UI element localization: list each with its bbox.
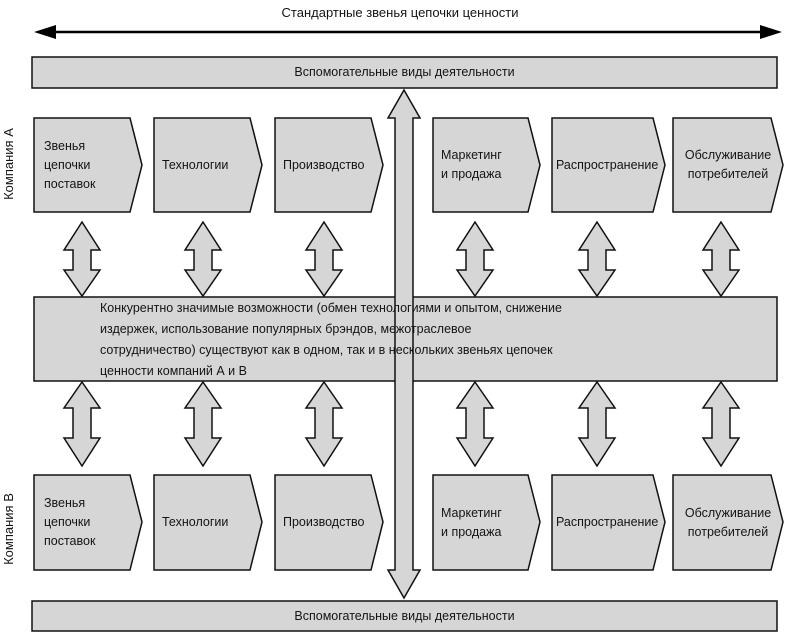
b-step-marketing: Маркетинг и продажа <box>441 505 502 539</box>
chevron-a-2 <box>153 117 263 213</box>
b-step-service: Обслуживание потребителей <box>684 505 772 539</box>
b-step-supply-chain: Звенья цепочки поставок <box>44 496 96 548</box>
capabilities-text: Конкурентно значимые возможности (обмен … <box>100 301 562 378</box>
support-bar-bottom <box>31 600 778 632</box>
company-b-chevrons <box>33 474 784 571</box>
support-bar-top <box>31 56 778 89</box>
top-axis-label: Стандартные звенья цепочки ценности <box>281 4 519 20</box>
chevron-a-3 <box>274 117 384 213</box>
company-a-chevrons <box>33 117 784 213</box>
lower-double-arrows <box>62 380 741 468</box>
chevron-b-5 <box>551 474 666 571</box>
central-vertical-arrow <box>386 88 422 600</box>
upper-double-arrows <box>62 220 741 298</box>
a-step-supply-chain: Звенья цепочки поставок <box>44 138 96 191</box>
a-step-service: Обслуживание потребителей <box>684 148 772 181</box>
support-top-label: Вспомогательные виды деятельности <box>294 65 515 79</box>
a-step-marketing: Маркетинг и продажа <box>441 148 502 181</box>
company-a-label: Компания А <box>1 128 16 200</box>
chevron-b-1 <box>33 474 143 571</box>
chevron-b-6 <box>672 474 784 571</box>
top-axis-arrow <box>34 25 782 39</box>
a-step-technology: Технологии <box>162 157 229 172</box>
chevron-b-2 <box>153 474 263 571</box>
b-step-production: Производство <box>283 515 365 529</box>
chevron-b-4 <box>432 474 541 571</box>
chevron-a-1 <box>33 117 143 213</box>
a-step-production: Производство <box>283 157 365 172</box>
company-b-label: Компания В <box>1 493 16 565</box>
b-step-technology: Технологии <box>162 515 229 529</box>
chevron-a-4 <box>432 117 541 213</box>
chevron-a-5 <box>551 117 666 213</box>
chevron-a-6 <box>672 117 784 213</box>
b-step-distribution: Распространение <box>556 515 659 529</box>
support-bottom-label: Вспомогательные виды деятельности <box>294 608 515 623</box>
chevron-b-3 <box>274 474 384 571</box>
a-step-distribution: Распространение <box>556 157 659 172</box>
